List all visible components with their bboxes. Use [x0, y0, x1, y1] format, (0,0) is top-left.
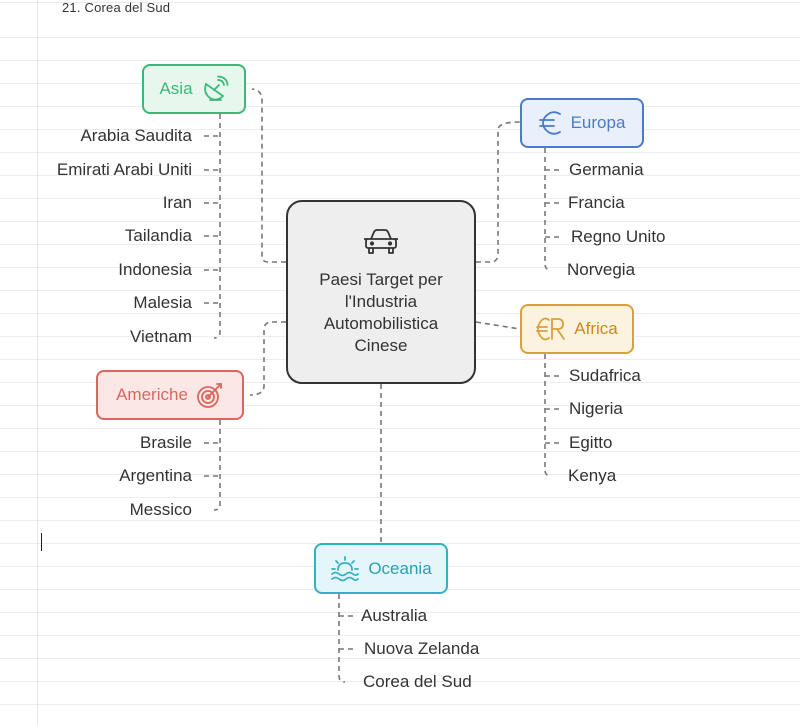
euro-icon: [538, 111, 561, 135]
central-topic-title: Paesi Target per l'Industria Automobilis…: [319, 270, 443, 355]
branch-node-oceania[interactable]: Oceania: [314, 543, 448, 594]
page-margin: [37, 0, 38, 725]
satellite-dish-icon: [203, 75, 228, 101]
branch-node-americhe[interactable]: Americhe: [96, 370, 244, 420]
branch-node-africa[interactable]: Africa: [520, 304, 634, 354]
americhe-item: Messico: [129, 500, 192, 519]
branch-label-americhe: Americhe: [116, 385, 188, 404]
central-topic-node[interactable]: Paesi Target per l'Industria Automobilis…: [286, 200, 476, 384]
americhe-item: Brasile: [140, 433, 192, 452]
asia-item: Emirati Arabi Uniti: [56, 160, 192, 179]
asia-item: Arabia Saudita: [80, 126, 192, 145]
asia-item: Indonesia: [118, 260, 192, 279]
branch-node-asia[interactable]: Asia: [142, 64, 246, 114]
branch-node-europa[interactable]: Europa: [520, 98, 644, 148]
africa-item: Nigeria: [569, 399, 623, 418]
branch-label-europa: Europa: [570, 113, 626, 132]
asia-item: Malesia: [133, 293, 192, 312]
branch-label-oceania: Oceania: [368, 558, 432, 578]
asia-item: Tailandia: [124, 226, 192, 245]
europa-item: Francia: [568, 193, 625, 212]
americhe-item: Argentina: [119, 466, 192, 485]
europa-item: Regno Unito: [571, 227, 666, 246]
branch-label-africa: Africa: [574, 319, 618, 338]
currency-icon: [536, 317, 566, 341]
oceania-item: Corea del Sud: [363, 672, 472, 691]
africa-item: Kenya: [568, 466, 617, 485]
oceania-item: Nuova Zelanda: [364, 639, 480, 658]
africa-item: Sudafrica: [569, 366, 641, 385]
asia-item: Iran: [162, 193, 192, 212]
sunset-icon: [331, 555, 360, 581]
asia-item: Vietnam: [129, 327, 192, 346]
oceania-item: Australia: [361, 606, 428, 625]
target-icon: [197, 383, 222, 408]
europa-item: Germania: [569, 160, 644, 179]
europa-item: Norvegia: [567, 260, 636, 279]
branch-label-asia: Asia: [159, 79, 193, 98]
text-cursor: [41, 533, 42, 551]
africa-item: Egitto: [569, 433, 613, 452]
car-icon: [364, 229, 398, 254]
document-text-line[interactable]: 21. Corea del Sud: [62, 0, 171, 15]
